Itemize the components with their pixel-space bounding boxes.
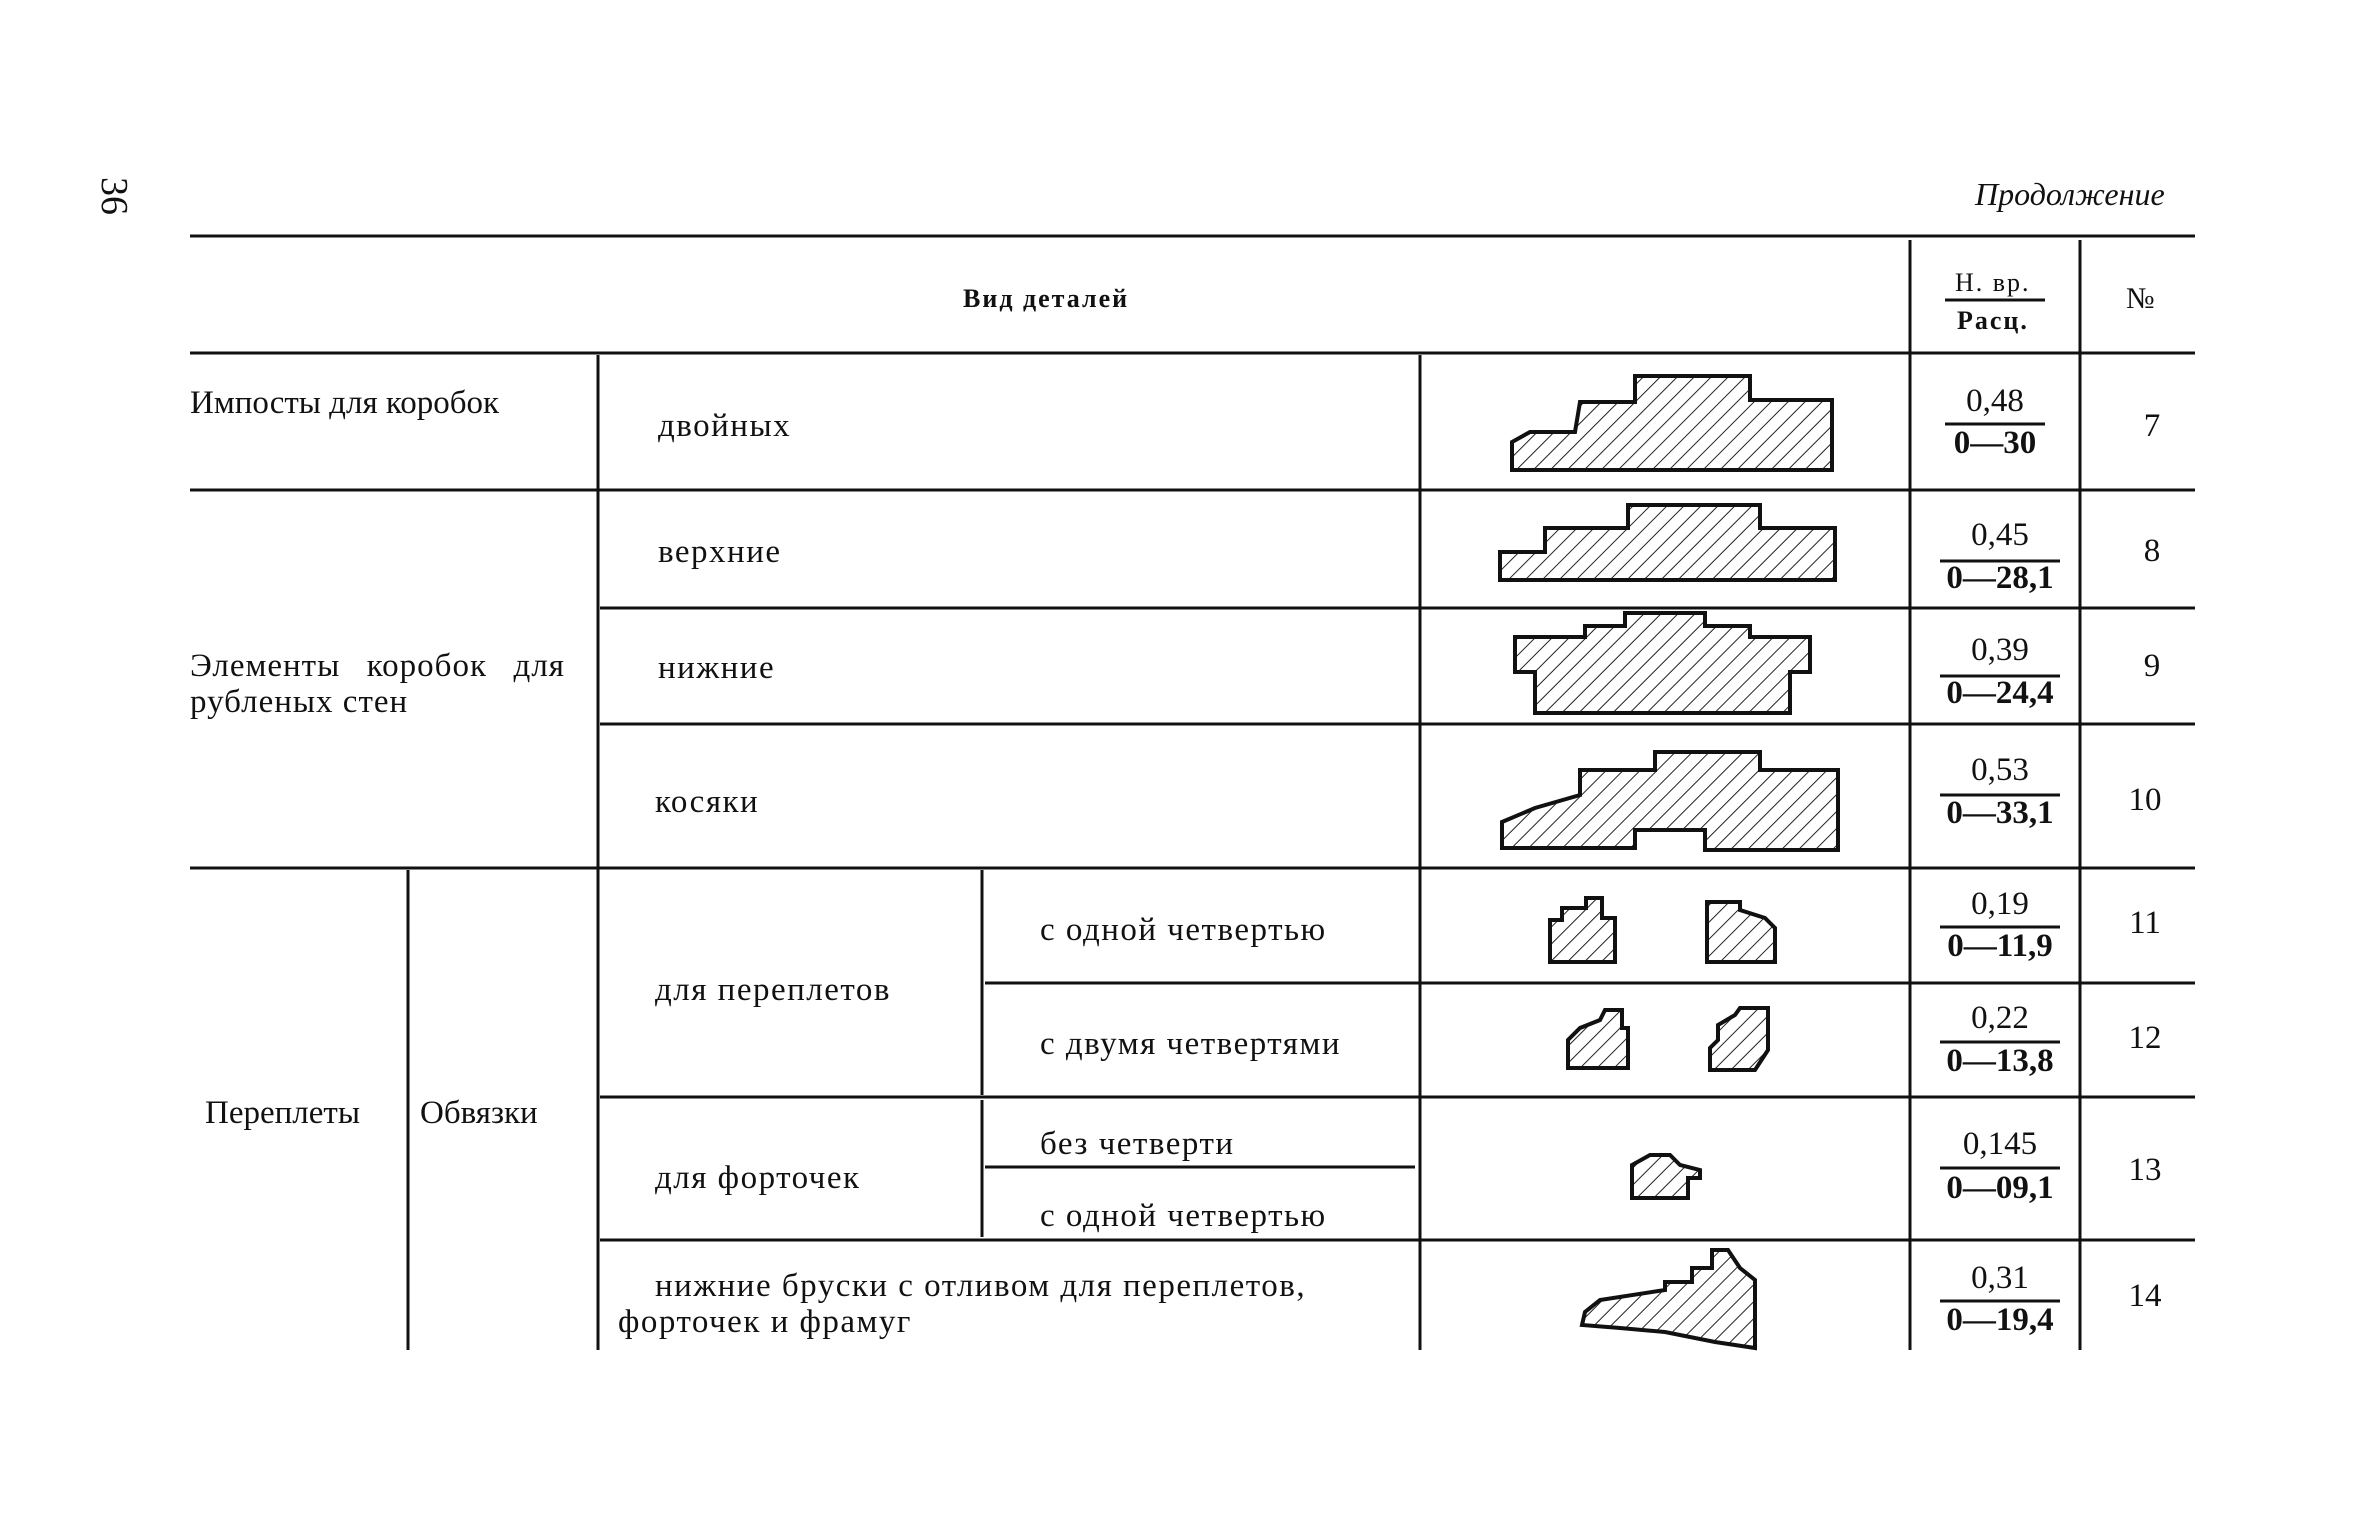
norm-14: 0,31 <box>1971 1260 2029 1296</box>
group-sashes: Переплеты <box>205 1095 360 1131</box>
number-9: 9 <box>2143 648 2161 684</box>
norm-13: 0,145 <box>1962 1126 2038 1162</box>
row-label-13b: с одной четвертью <box>1040 1198 1327 1234</box>
row-label-11: с одной четвертью <box>1040 912 1327 948</box>
rate-11: 0—11,9 <box>1947 928 2053 964</box>
row-label-8: верхние <box>658 534 782 570</box>
profile-drawing-13 <box>1630 1153 1702 1200</box>
number-14: 14 <box>2128 1278 2162 1314</box>
norm-9: 0,39 <box>1971 632 2029 668</box>
row-label-13a: без четверти <box>1040 1126 1235 1162</box>
number-12: 12 <box>2128 1020 2162 1056</box>
profile-drawing-12a <box>1566 1008 1630 1070</box>
row-label-14b: форточек и фрамуг <box>618 1304 912 1340</box>
norm-11: 0,19 <box>1971 886 2029 922</box>
rate-8: 0—28,1 <box>1946 560 2054 596</box>
profile-drawing-8 <box>1498 503 1837 582</box>
group-imposts: Импосты для коробок <box>190 385 500 421</box>
header-number: № <box>2126 282 2155 315</box>
group-rails: Обвязки <box>420 1095 538 1131</box>
rate-10: 0—33,1 <box>1946 795 2054 831</box>
number-10: 10 <box>2128 782 2162 818</box>
norm-8: 0,45 <box>1971 517 2029 553</box>
row-label-7: двойных <box>658 408 792 444</box>
profile-drawing-11a <box>1548 896 1617 964</box>
row-label-10: косяки <box>655 784 760 820</box>
number-7: 7 <box>2143 408 2161 444</box>
continuation-label: Продолжение <box>1975 176 2165 212</box>
group-frame-elements: Элементы коробок для рубленых стен <box>190 648 565 720</box>
number-13: 13 <box>2128 1152 2162 1188</box>
group-for-sashes: для переплетов <box>655 972 891 1008</box>
row-label-9: нижние <box>658 650 776 686</box>
norm-12: 0,22 <box>1971 1000 2029 1036</box>
row-label-14a: нижние бруски с отливом для переплетов, <box>655 1268 1307 1304</box>
profile-drawing-10 <box>1500 750 1840 852</box>
page-number: 36 <box>93 177 135 215</box>
profile-drawing-12b <box>1708 1006 1770 1072</box>
row-label-12: с двумя четвертями <box>1040 1026 1341 1062</box>
group-for-vents: для форточек <box>655 1160 861 1196</box>
header-rate: Расц. <box>1957 306 2029 335</box>
rate-12: 0—13,8 <box>1946 1043 2054 1079</box>
number-8: 8 <box>2143 533 2161 569</box>
number-11: 11 <box>2129 905 2161 941</box>
header-kind: Вид деталей <box>963 284 1130 313</box>
profile-drawing-7 <box>1510 374 1834 472</box>
header-norm: Н. вр. <box>1955 268 2031 297</box>
rate-14: 0—19,4 <box>1946 1302 2054 1338</box>
profile-drawing-14 <box>1579 1248 1757 1351</box>
rate-9: 0—24,4 <box>1946 675 2054 711</box>
norm-7: 0,48 <box>1966 383 2024 419</box>
norm-10: 0,53 <box>1971 752 2029 788</box>
profile-drawing-11b <box>1705 900 1777 964</box>
profile-drawing-9 <box>1513 611 1812 715</box>
rate-7: 0—30 <box>1953 425 2037 461</box>
rate-13: 0—09,1 <box>1946 1170 2054 1206</box>
